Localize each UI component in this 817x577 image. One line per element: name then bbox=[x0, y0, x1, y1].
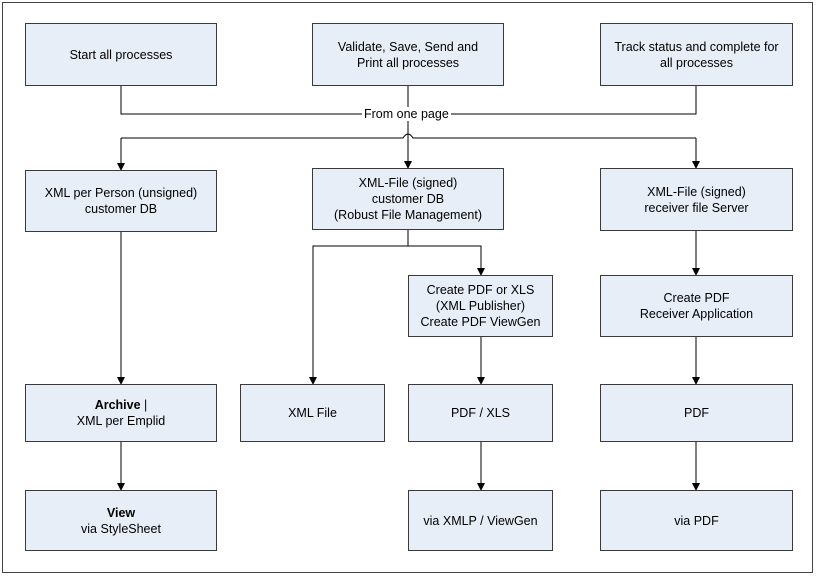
box-line: customer DB bbox=[371, 192, 445, 206]
via-pdf-box: via PDF bbox=[600, 490, 793, 551]
box-line: (Robust File Management) bbox=[334, 208, 482, 222]
archive-box: Archive | XML per Emplid bbox=[25, 384, 217, 442]
view-bold-label: View bbox=[106, 505, 136, 520]
pdf-box: PDF bbox=[600, 384, 793, 442]
box-line: Print all processes bbox=[356, 55, 460, 70]
box-line: Create PDF ViewGen bbox=[420, 315, 541, 329]
box-line: Create PDF or XLS bbox=[426, 283, 535, 297]
xml-signed-receiver-box: XML-File (signed) receiver file Server bbox=[600, 168, 793, 231]
connector-signed-split bbox=[309, 230, 409, 385]
box-line: receiver file Server bbox=[644, 200, 749, 215]
box-line: customer DB bbox=[84, 202, 158, 216]
box-line: XML per Person (unsigned) bbox=[44, 186, 198, 200]
box-line: XML-File (signed) bbox=[358, 176, 458, 190]
connector-to-create-pdf-xls bbox=[408, 245, 485, 276]
archive-separator: | bbox=[140, 398, 148, 412]
validate-save-send-box: Validate, Save, Send and Print all proce… bbox=[312, 23, 504, 86]
box-line: Create PDF bbox=[663, 291, 730, 305]
create-pdf-xls-box: Create PDF or XLS (XML Publisher) Create… bbox=[408, 275, 553, 337]
archive-bold-label: Archive bbox=[94, 398, 141, 412]
track-status-box: Track status and complete for all proces… bbox=[600, 23, 793, 86]
box-line: Track status and complete for bbox=[614, 39, 779, 54]
box-line: Validate, Save, Send and bbox=[337, 39, 479, 54]
box-line: via XMLP / ViewGen bbox=[423, 513, 538, 528]
start-processes-box: Start all processes bbox=[25, 23, 217, 86]
from-one-page-label: From one page bbox=[362, 107, 451, 121]
box-line: all processes bbox=[660, 55, 733, 70]
box-line: Receiver Application bbox=[639, 307, 754, 321]
box-line: Start all processes bbox=[69, 47, 173, 62]
box-line: Archive | bbox=[95, 397, 148, 413]
via-xmlp-viewgen-box: via XMLP / ViewGen bbox=[408, 490, 553, 551]
box-line: PDF bbox=[684, 406, 709, 420]
box-line: XML per Emplid bbox=[76, 414, 166, 428]
box-line: via StyleSheet bbox=[81, 521, 161, 536]
xml-signed-customer-box: XML-File (signed) customer DB (Robust Fi… bbox=[312, 168, 504, 230]
box-line: XML-File (signed) bbox=[647, 184, 746, 199]
create-pdf-receiver-box: Create PDF Receiver Application bbox=[600, 275, 793, 337]
box-line: PDF / XLS bbox=[450, 406, 511, 420]
view-box: View via StyleSheet bbox=[25, 490, 217, 551]
box-line: via PDF bbox=[674, 513, 719, 528]
xml-file-box: XML File bbox=[240, 384, 385, 442]
box-line: (XML Publisher) bbox=[435, 299, 526, 313]
xml-per-person-box: XML per Person (unsigned) customer DB bbox=[25, 170, 217, 232]
box-line: XML File bbox=[288, 406, 337, 420]
pdf-xls-box: PDF / XLS bbox=[408, 384, 553, 442]
